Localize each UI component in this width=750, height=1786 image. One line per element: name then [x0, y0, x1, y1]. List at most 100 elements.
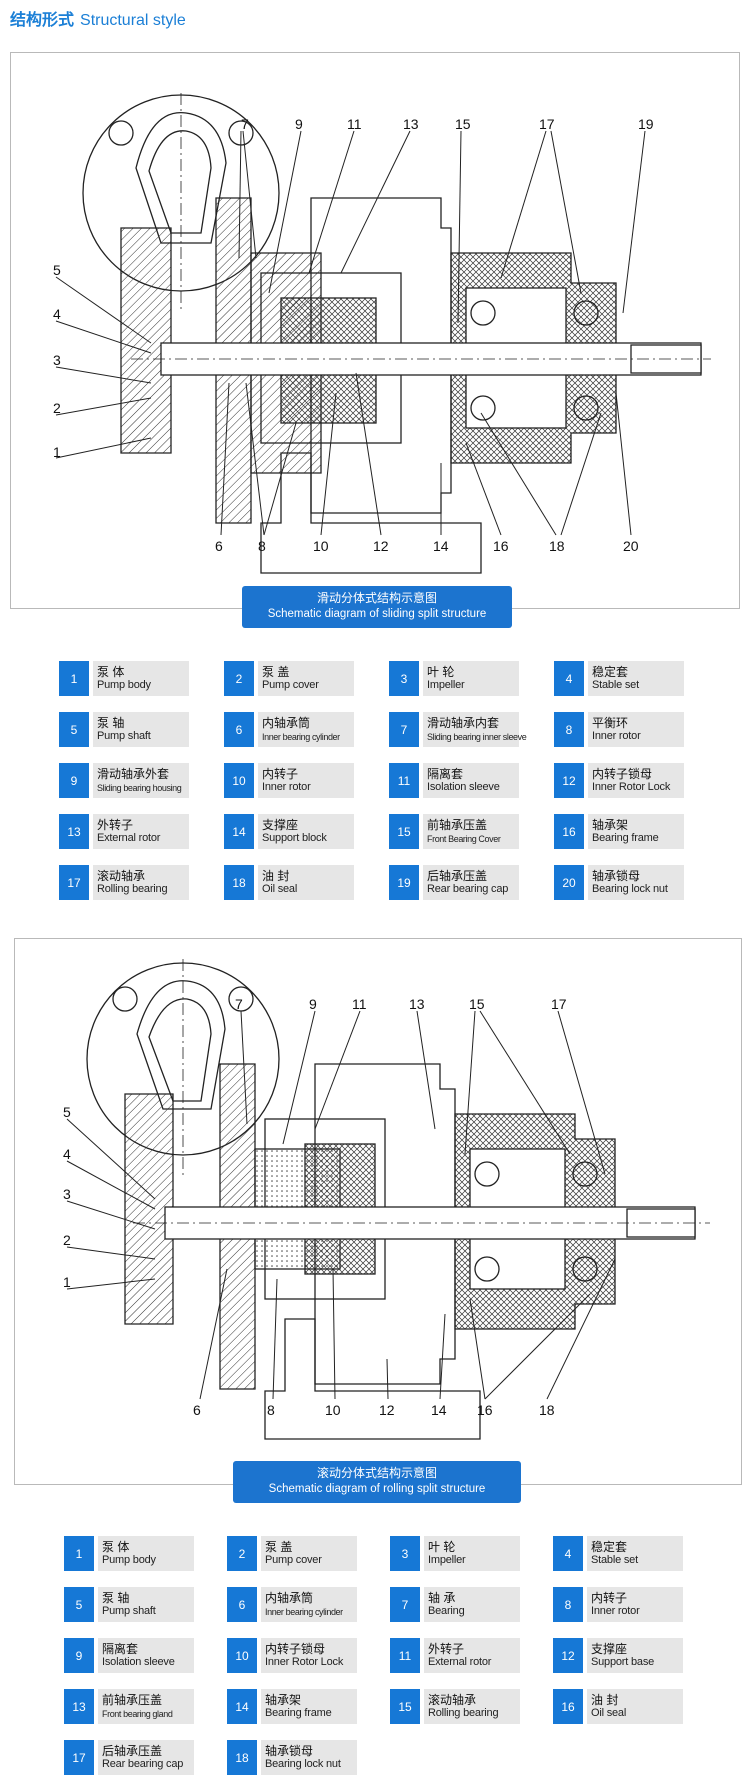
- callout-7: 7: [241, 116, 249, 132]
- legend-label-zh: 轴承架: [592, 818, 629, 832]
- callout-11: 11: [352, 996, 367, 1012]
- callout-2: 2: [53, 400, 61, 416]
- legend-label-en: Sliding bearing housing: [97, 783, 182, 793]
- callout-2: 2: [63, 1232, 71, 1248]
- legend-label-zh: 稳定套: [591, 1540, 628, 1554]
- legend-label-zh: 外转子: [97, 818, 134, 832]
- legend-label-zh: 支撑座: [262, 818, 299, 832]
- callout-17: 17: [551, 996, 567, 1012]
- legend-number: 12: [554, 763, 584, 798]
- legend-label-zh: 支撑座: [591, 1642, 628, 1656]
- legend-number: 7: [389, 712, 419, 747]
- legend-label-zh: 油 封: [262, 869, 290, 883]
- legend-label-zh: 后轴承压盖: [102, 1744, 163, 1758]
- callout-3: 3: [63, 1186, 71, 1202]
- callout-16: 16: [493, 538, 509, 554]
- legend-label-en: Rear bearing cap: [102, 1758, 184, 1770]
- caption-zh: 滑动分体式结构示意图: [316, 591, 437, 605]
- legend-label-zh: 泵 盖: [265, 1540, 293, 1554]
- callout-18: 18: [549, 538, 565, 554]
- legend-number: 12: [553, 1638, 583, 1673]
- callout-14: 14: [433, 538, 449, 554]
- legend-label-en: Rolling bearing: [97, 883, 168, 895]
- legend-label-zh: 内轴承筒: [262, 716, 311, 730]
- legend-label-zh: 泵 体: [102, 1540, 130, 1554]
- callout-9: 9: [309, 996, 317, 1012]
- legend-label-en: Pump body: [97, 679, 151, 691]
- legend-number: 3: [390, 1536, 420, 1571]
- legend-label-zh: 内转子锁母: [265, 1642, 326, 1656]
- legend-label-zh: 内转子: [262, 767, 299, 781]
- legend-label-en: Front Bearing Cover: [427, 834, 501, 844]
- legend-label-zh: 前轴承压盖: [102, 1693, 163, 1707]
- legend-label-en: Oil seal: [262, 883, 298, 895]
- legend-label-en: Stable set: [591, 1554, 638, 1566]
- legend-label-en: External rotor: [428, 1656, 492, 1668]
- legend-label-zh: 泵 盖: [262, 665, 290, 679]
- legend-label-zh: 轴承锁母: [592, 869, 641, 883]
- callout-4: 4: [53, 306, 61, 322]
- legend-label-en: Pump body: [102, 1554, 156, 1566]
- legend-number: 8: [554, 712, 584, 747]
- legend-number: 1: [59, 661, 89, 696]
- callout-7: 7: [235, 996, 243, 1012]
- legend-label-zh: 前轴承压盖: [427, 818, 488, 832]
- legend-number: 16: [554, 814, 584, 849]
- callout-15: 15: [469, 996, 485, 1012]
- legend-label-zh: 泵 轴: [97, 716, 125, 730]
- callout-13: 13: [403, 116, 419, 132]
- sliding-structure-diagram-frame: 7 9 11 13 15 17 19 5 4 3 2 1 6 8 10 12 1…: [10, 52, 740, 609]
- legend-number: 10: [224, 763, 254, 798]
- legend-number: 2: [224, 661, 254, 696]
- legend-label-zh: 滑动轴承内套: [427, 716, 500, 730]
- legend-label-en: Oil seal: [591, 1707, 627, 1719]
- legend-number: 9: [59, 763, 89, 798]
- callout-10: 10: [313, 538, 329, 554]
- legend-label-en: Impeller: [428, 1554, 466, 1566]
- caption-zh: 滚动分体式结构示意图: [316, 1466, 437, 1480]
- legend-label-en: Pump cover: [262, 679, 319, 691]
- callout-17: 17: [539, 116, 555, 132]
- legend-label-en: Isolation sleeve: [427, 781, 500, 793]
- legend-label-en: Inner rotor: [591, 1605, 640, 1617]
- legend-number: 6: [227, 1587, 257, 1622]
- caption-en: Schematic diagram of rolling split struc…: [268, 1483, 486, 1495]
- sliding-diagram-caption: 滑动分体式结构示意图 Schematic diagram of sliding …: [242, 586, 512, 628]
- legend-number: 4: [553, 1536, 583, 1571]
- legend-number: 3: [389, 661, 419, 696]
- legend-label-en: Impeller: [427, 679, 465, 691]
- legend-label-zh: 轴承架: [265, 1693, 302, 1707]
